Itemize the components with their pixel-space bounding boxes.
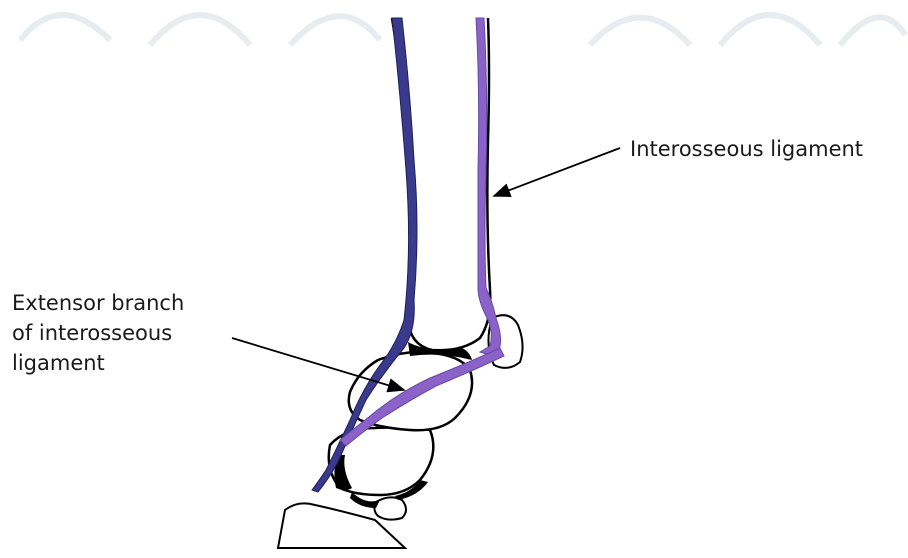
label-extensor-line-3: ligament — [12, 348, 184, 378]
label-extensor-branch: Extensor branch of interosseous ligament — [12, 288, 184, 378]
arrow-interosseous — [494, 148, 620, 196]
label-extensor-line-2: of interosseous — [12, 318, 184, 348]
label-interosseous-ligament: Interosseous ligament — [630, 134, 863, 164]
label-extensor-line-1: Extensor branch — [12, 288, 184, 318]
